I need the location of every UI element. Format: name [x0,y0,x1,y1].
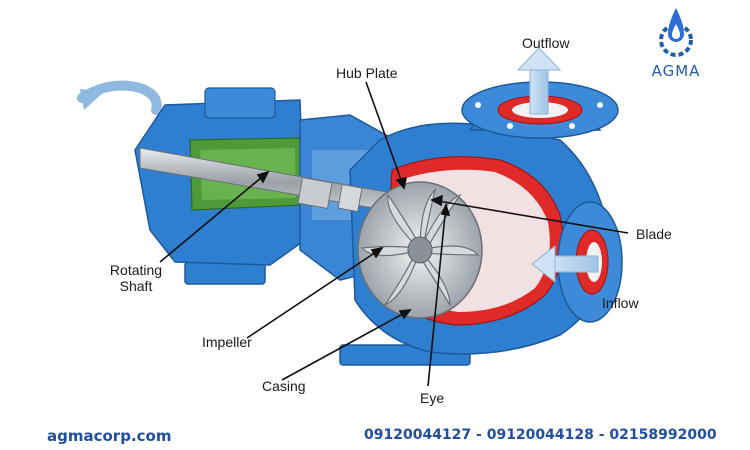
label-outflow: Outflow [522,35,570,51]
leader-lines [159,81,629,387]
footer-website-link[interactable]: agmacorp.com [47,427,172,445]
label-hub-plate: Hub Plate [336,65,398,81]
label-eye: Eye [420,390,445,406]
impeller-blades [360,188,480,308]
logo-wordmark: AGMA [651,62,701,80]
label-blade: Blade [636,226,672,242]
rotating-shaft [139,147,421,217]
label-rotating-shaft: Rotating Shaft [96,262,176,294]
rotation-arrow-icon [77,80,162,115]
agma-logo-icon [659,8,693,57]
label-rotating-shaft-line1: Rotating [109,262,163,278]
impeller [357,181,483,319]
label-impeller: Impeller [202,334,252,350]
label-rotating-shaft-line2: Shaft [119,278,153,294]
footer-phone-numbers: 09120044127 - 09120044128 - 02158992000 [364,427,717,443]
inflow-arrow [531,244,599,284]
outflow-arrow [516,47,562,115]
label-inflow: Inflow [602,295,639,311]
label-casing: Casing [262,378,306,394]
